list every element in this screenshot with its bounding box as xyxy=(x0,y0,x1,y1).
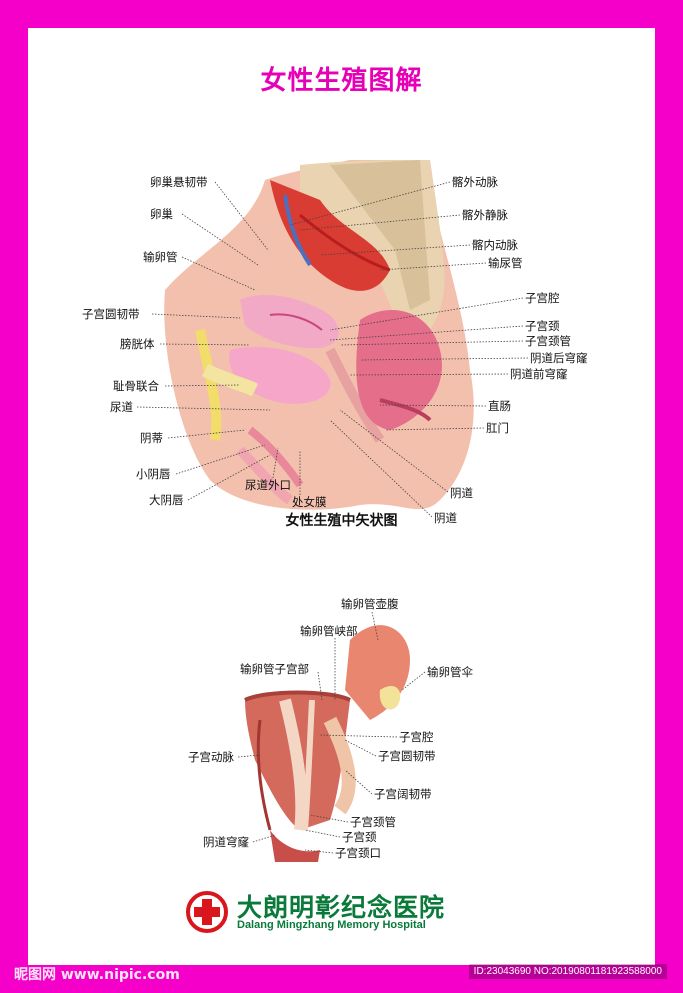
label-cervical-os: 子宫颈口 xyxy=(335,846,381,860)
label-clitoris: 阴蒂 xyxy=(140,431,163,445)
label-uterine-part: 输卵管子宫部 xyxy=(240,662,309,676)
label-uterus-cervical-canal: 子宫颈管 xyxy=(350,815,396,829)
label-round-ligament: 子宫圆韧带 xyxy=(82,307,140,321)
label-anus: 肛门 xyxy=(486,421,509,435)
label-broad-ligament: 子宫阔韧带 xyxy=(374,787,432,801)
label-ovary: 卵巢 xyxy=(150,207,173,221)
label-bladder: 膀胱体 xyxy=(120,337,155,351)
hospital-logo: 大朗明彰纪念医院 Dalang Mingzhang Memory Hospita… xyxy=(185,888,465,936)
page-title: 女性生殖图解 xyxy=(260,66,423,96)
label-cervical-canal: 子宫颈管 xyxy=(525,334,571,348)
label-anterior-fornix: 阴道前穹窿 xyxy=(510,367,568,381)
label-vagina-upper: 阴道 xyxy=(450,486,473,500)
label-labia-minora: 小阴唇 xyxy=(136,467,171,481)
label-posterior-fornix: 阴道后穹窿 xyxy=(530,351,588,365)
watermark-site: 昵图网 www.nipic.com xyxy=(14,967,180,983)
hospital-name-cn: 大朗明彰纪念医院 xyxy=(237,893,446,922)
label-external-iliac-vein: 髂外静脉 xyxy=(462,208,508,222)
sagittal-caption: 女性生殖中矢状图 xyxy=(285,513,398,529)
label-pubic-symphysis: 耻骨联合 xyxy=(113,379,159,393)
hospital-name-en: Dalang Mingzhang Memory Hospital xyxy=(237,919,426,931)
label-external-urethral-orifice: 尿道外口 xyxy=(245,478,291,492)
label-urethra: 尿道 xyxy=(110,400,133,414)
label-internal-iliac-artery: 髂内动脉 xyxy=(472,238,518,252)
label-external-iliac-artery: 髂外动脉 xyxy=(452,175,498,189)
uterus-illustration xyxy=(244,625,410,862)
label-ampulla: 输卵管壶腹 xyxy=(341,597,399,611)
sagittal-section-illustration xyxy=(164,160,474,510)
label-fimbriae: 输卵管伞 xyxy=(427,665,473,679)
sagittal-leader-lines xyxy=(136,181,529,518)
label-isthmus: 输卵管峡部 xyxy=(300,624,358,638)
label-rectum: 直肠 xyxy=(488,399,511,413)
label-labia-majora: 大阴唇 xyxy=(149,493,184,507)
uterus-leader-lines xyxy=(237,611,426,854)
label-vaginal-fornix: 阴道穹窿 xyxy=(203,835,249,849)
label-ovarian-suspensory-ligament: 卵巢悬韧带 xyxy=(150,175,208,189)
label-fallopian-tube: 输卵管 xyxy=(143,250,178,264)
label-uterine-cavity: 子宫腔 xyxy=(525,291,560,305)
label-ureter: 输尿管 xyxy=(488,256,523,270)
label-vagina-lower: 阴道 xyxy=(434,511,457,525)
watermark-id: ID:23043690 NO:20190801181923588000 xyxy=(468,964,667,979)
label-uterine-artery: 子宫动脉 xyxy=(188,750,234,764)
label-uterus-round-ligament: 子宫圆韧带 xyxy=(378,749,436,763)
label-cervix: 子宫颈 xyxy=(525,319,560,333)
label-hymen: 处女膜 xyxy=(292,495,327,509)
hospital-cross-icon xyxy=(186,891,228,933)
label-uterus-cavity: 子宫腔 xyxy=(399,730,434,744)
label-uterus-cervix: 子宫颈 xyxy=(342,830,377,844)
